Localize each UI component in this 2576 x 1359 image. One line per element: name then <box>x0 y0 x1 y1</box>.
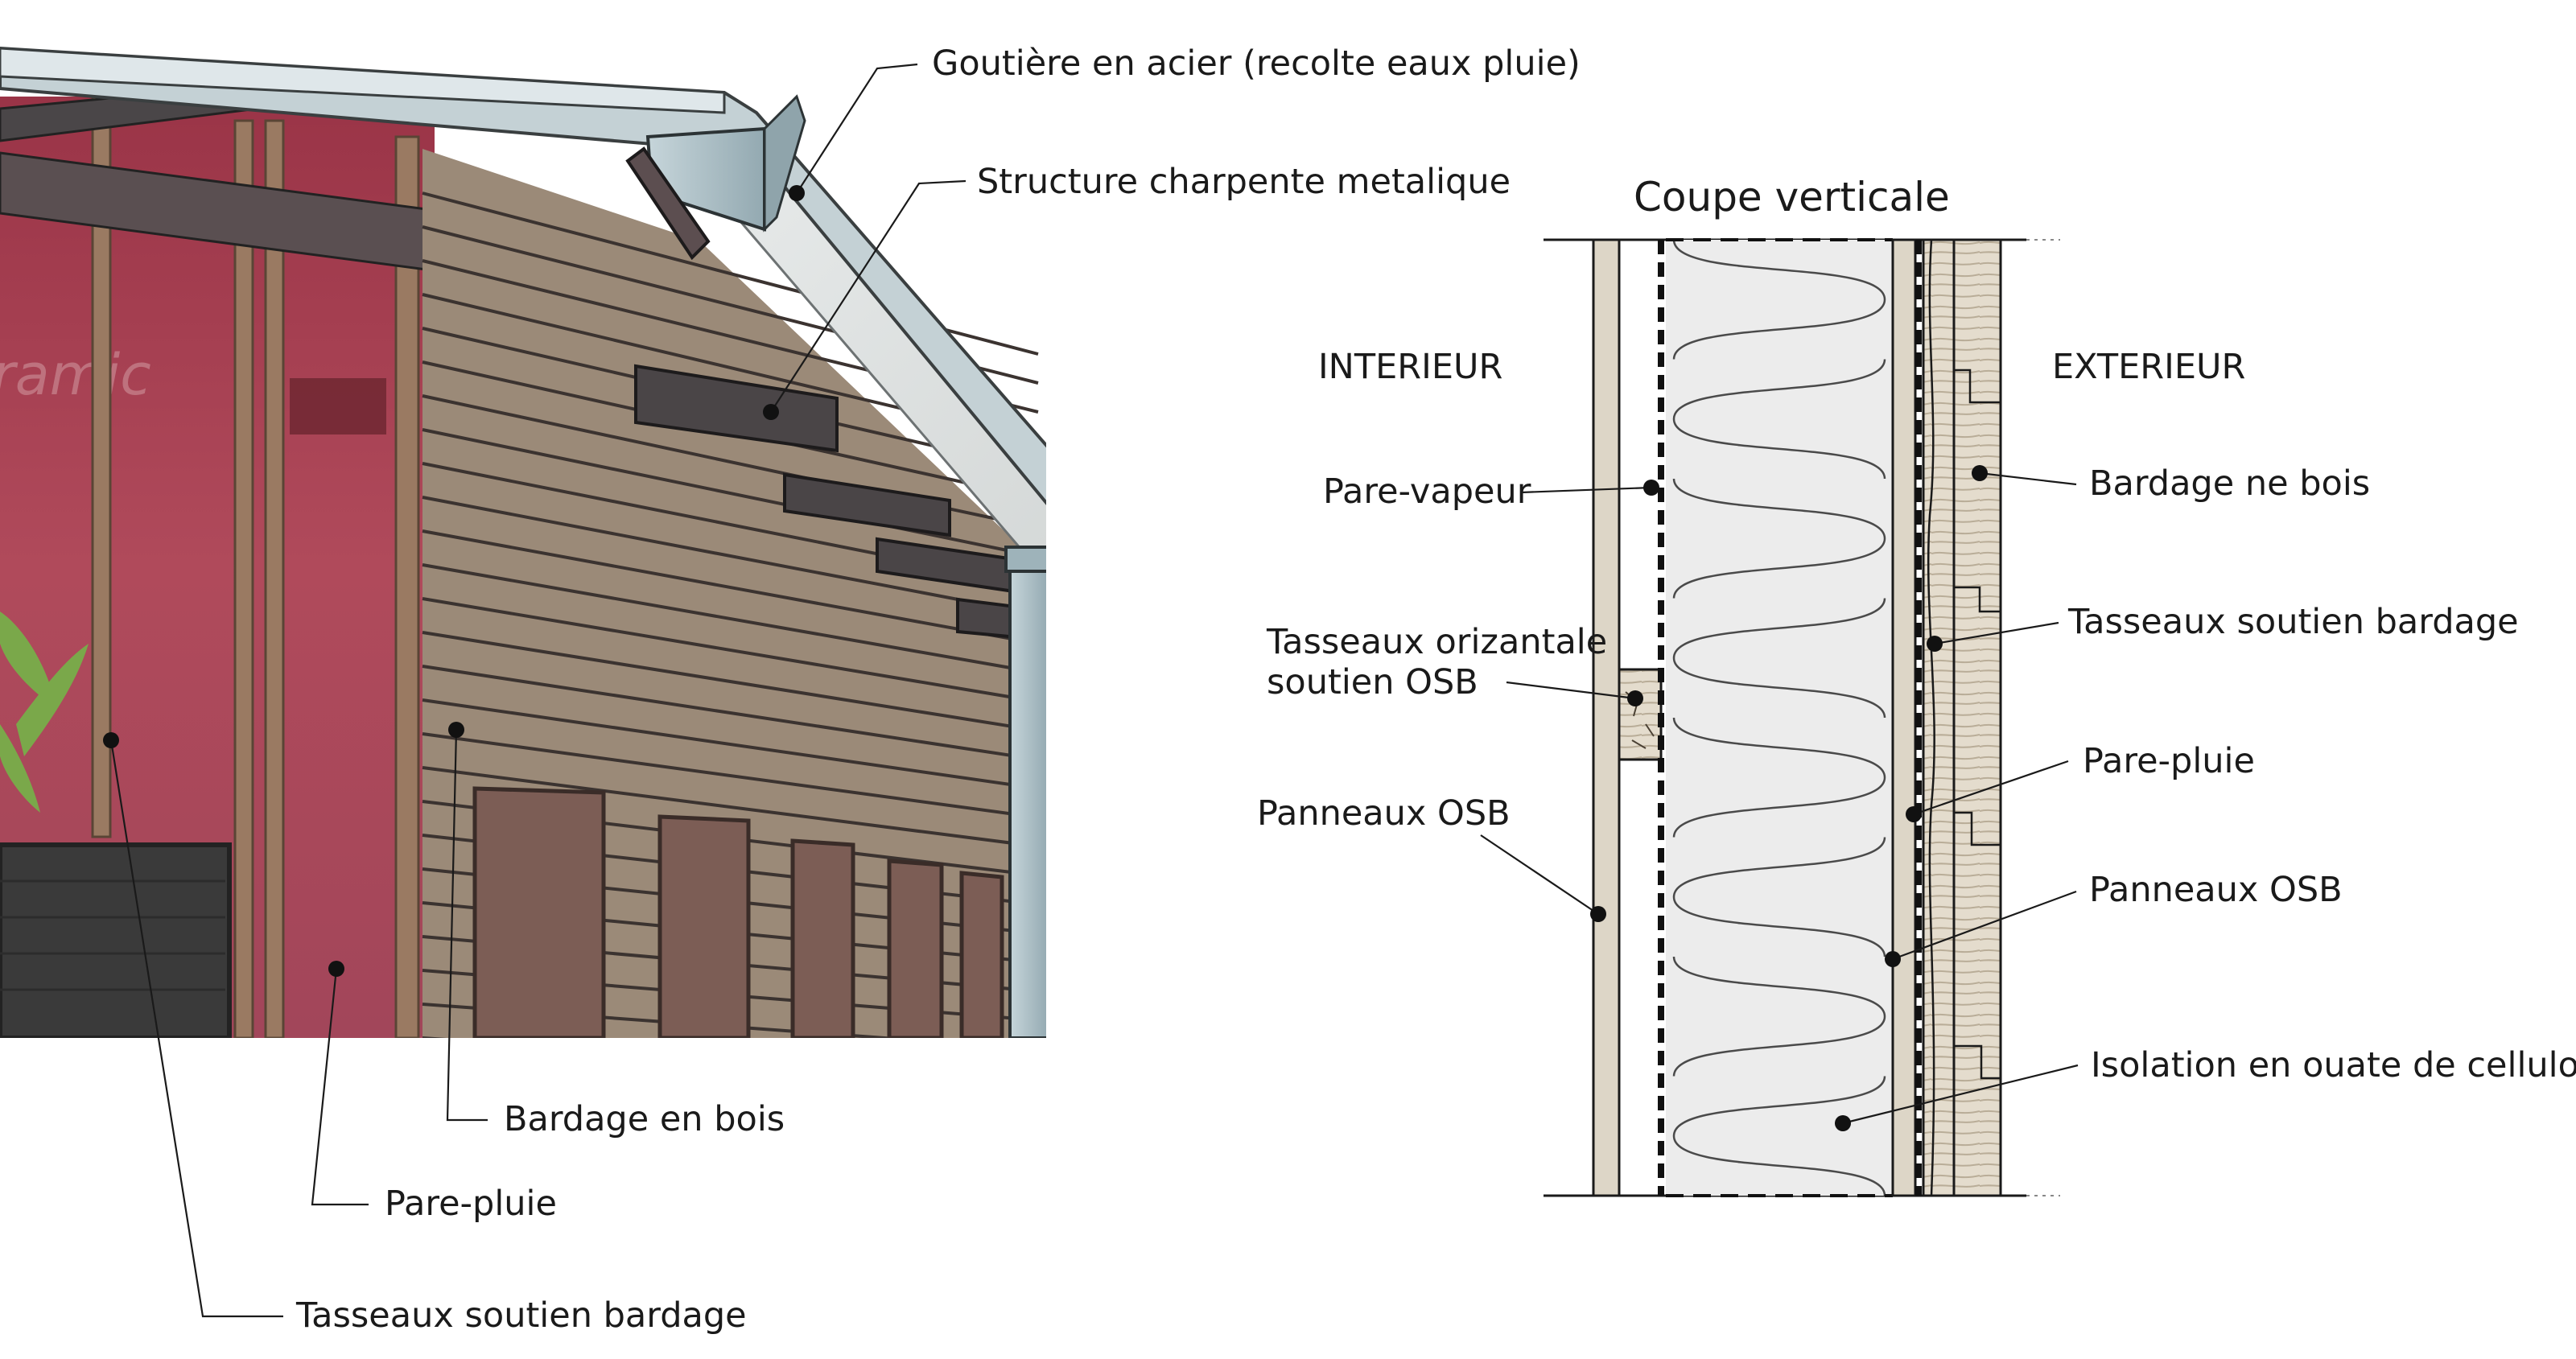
label-gutter: Goutière en acier (recolte eaux pluie) <box>932 43 1581 84</box>
cladding-board-line <box>422 597 1039 703</box>
plant <box>0 612 89 813</box>
osb-inner-layer <box>1592 238 1621 1197</box>
cladding-board-line <box>422 698 1039 790</box>
label-section-battens: Tasseaux soutien bardage <box>2067 602 2519 642</box>
label-vapour-barrier: Pare-vapeur <box>1323 472 1531 512</box>
windows <box>472 786 1004 1038</box>
section-title: Coupe verticale <box>1634 174 1950 220</box>
label-wood-cladding: Bardage en bois <box>504 1099 785 1139</box>
cladding-board-line <box>422 631 1039 732</box>
insulation-wave <box>1672 239 1886 1196</box>
cladding-board-line <box>422 732 1039 819</box>
house-illustration: ramic <box>0 46 1046 1038</box>
downpipe <box>1008 554 1046 1038</box>
label-cladding: Bardage ne bois <box>2089 463 2370 504</box>
membrane-print: ramic <box>0 342 151 408</box>
label-exterior: EXTERIEUR <box>2052 347 2245 387</box>
label-interior: INTERIEUR <box>1318 347 1502 387</box>
label-battens: Tasseaux soutien bardage <box>295 1295 747 1336</box>
cladding-board-line <box>422 766 1039 848</box>
insulation-layer <box>1666 240 1893 1196</box>
osb-outer-layer <box>1891 238 1917 1197</box>
cladding-batten-layer <box>1922 238 1956 1197</box>
batten <box>264 119 285 1038</box>
cladding-board-line <box>422 1036 1039 1038</box>
insulation-symbol <box>1672 239 1886 1196</box>
label-insulation: Isolation en ouate de cellulose <box>2091 1045 2576 1085</box>
cladding-board-line <box>422 563 1039 674</box>
cladding-layer <box>1952 238 2002 1197</box>
vertical-section: Coupe verticale INTERIEUR EXTERIEUR <box>1257 174 2576 1197</box>
cladding-board-line <box>422 665 1039 761</box>
label-section-rain-screen: Pare-pluie <box>2083 741 2255 781</box>
roof <box>0 46 1046 672</box>
left-annotations: Goutière en acier (recolte eaux pluie) S… <box>103 43 1581 1336</box>
label-osb-batten-line2: soutien OSB <box>1267 662 1478 702</box>
label-osb-batten-line1: Tasseaux orizantale <box>1266 622 1607 662</box>
label-osb-inner: Panneaux OSB <box>1257 793 1511 834</box>
cladding-board-line <box>422 428 1039 558</box>
batten <box>233 119 254 1038</box>
label-osb-outer: Panneaux OSB <box>2089 870 2343 910</box>
cladding-board-line <box>422 496 1039 616</box>
garage-door <box>0 842 232 1038</box>
batten <box>394 135 420 1038</box>
label-rain-screen: Pare-pluie <box>385 1184 557 1224</box>
cladding-board-line <box>422 529 1039 645</box>
label-metal-frame: Structure charpente metalique <box>977 162 1511 202</box>
osb-horizontal-batten <box>1618 668 1663 761</box>
